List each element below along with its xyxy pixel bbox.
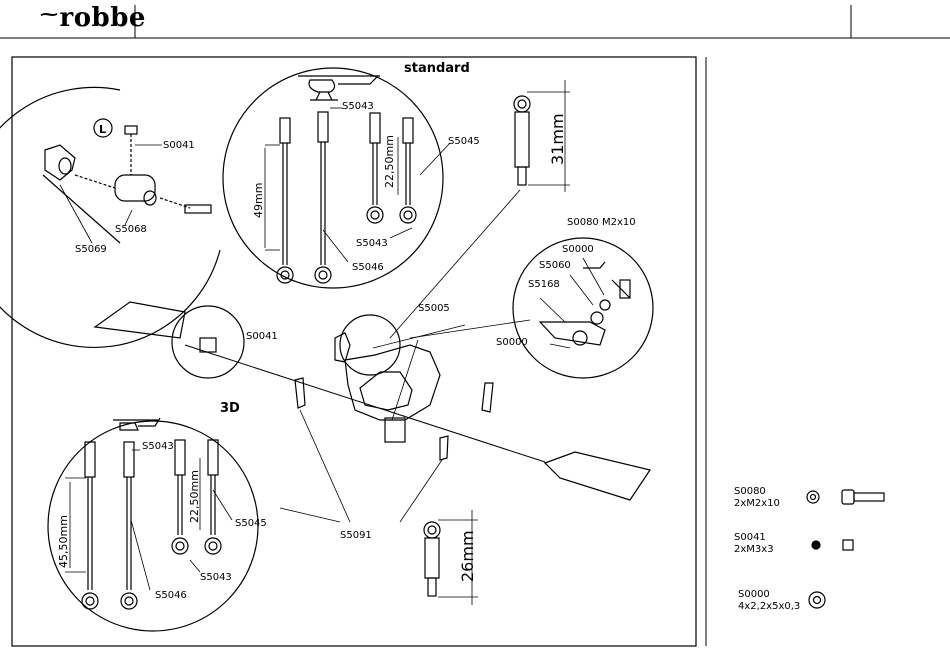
standard-links-detail xyxy=(223,68,450,288)
legend-desc-s0000: 4x2,2x5x0,3 xyxy=(738,601,800,612)
right-paddle xyxy=(545,452,650,500)
logo-text: robbe xyxy=(60,3,146,33)
grub-screw-icon xyxy=(843,540,853,550)
label-s5043-std-b: S5043 xyxy=(356,238,388,249)
dim-26mm: 26mm xyxy=(458,530,477,582)
dim-2250-3d: 22,50mm xyxy=(188,470,201,523)
shim-icon xyxy=(809,592,825,608)
label-s5069: S5069 xyxy=(75,244,107,255)
label-s0000-a: S0000 xyxy=(562,244,594,255)
screw-icon xyxy=(842,490,854,504)
label-s0000-b: S0000 xyxy=(496,337,528,348)
dim-49mm: 49mm xyxy=(252,183,265,218)
swashplate-detail xyxy=(513,238,653,378)
label-s5045-std: S5045 xyxy=(448,136,480,147)
robbe-logo: ⁓robbe xyxy=(40,3,146,33)
legend-code-s0000: S0000 xyxy=(738,589,770,600)
dim-31mm: 31mm xyxy=(548,113,567,165)
svg-text:L: L xyxy=(99,123,106,136)
diagram-frame xyxy=(12,57,696,646)
washer-icon xyxy=(807,491,819,503)
label-s5043-3d-b: S5043 xyxy=(200,572,232,583)
label-s5045-3d: S5045 xyxy=(235,518,267,529)
page-header: ⁓robbe xyxy=(0,0,950,38)
dim-2250-std: 22,50mm xyxy=(383,135,396,188)
logo-mark: ⁓ xyxy=(40,4,59,25)
label-s5091: S5091 xyxy=(340,530,372,541)
label-s5043-std-a: S5043 xyxy=(342,101,374,112)
dim-4550mm: 45,50mm xyxy=(57,515,70,568)
legend-icons xyxy=(807,490,884,608)
nut-icon xyxy=(812,541,820,549)
label-s5046-std: S5046 xyxy=(352,262,384,273)
label-s5043-3d-a: S5043 xyxy=(142,441,174,452)
label-s5068: S5068 xyxy=(115,224,147,235)
legend-desc-s0080: 2xM2x10 xyxy=(734,498,780,509)
legend-desc-s0041: 2xM3x3 xyxy=(734,544,774,555)
standard-title: standard xyxy=(404,63,470,74)
blade-holder-detail: L xyxy=(0,87,220,347)
label-s0080-m2x10: S0080 M2x10 xyxy=(567,217,636,228)
legend-code-s0080: S0080 xyxy=(734,486,766,497)
label-s5005: S5005 xyxy=(418,303,450,314)
left-paddle xyxy=(95,302,185,338)
label-s5168: S5168 xyxy=(528,279,560,290)
threed-title: 3D xyxy=(220,403,240,414)
label-s0041-b: S0041 xyxy=(246,331,278,342)
legend-code-s0041: S0041 xyxy=(734,532,766,543)
label-s5046-3d: S5046 xyxy=(155,590,187,601)
label-s5060: S5060 xyxy=(539,260,571,271)
label-s0041-a: S0041 xyxy=(163,140,195,151)
